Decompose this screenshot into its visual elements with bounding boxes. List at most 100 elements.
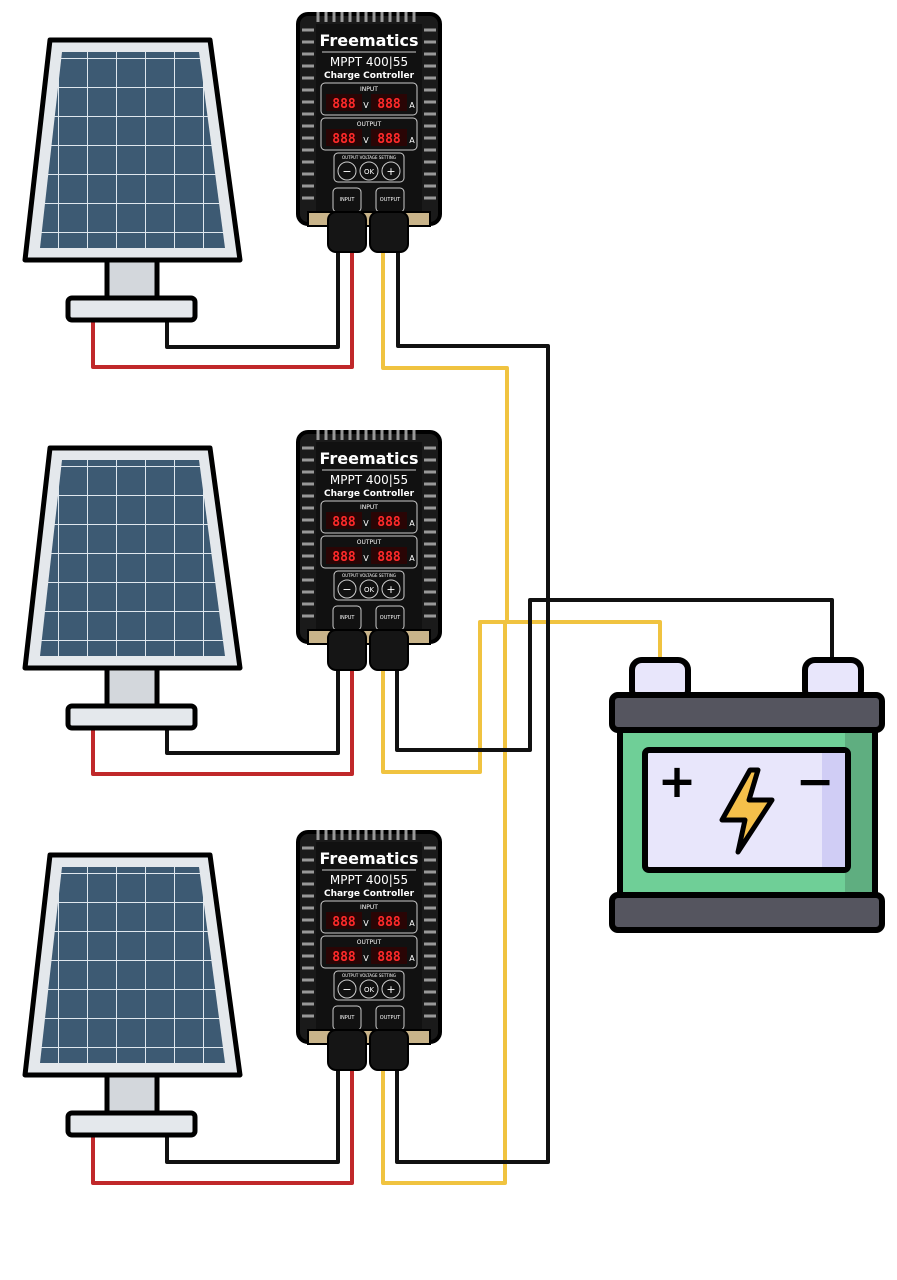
brand-label: Freematics [319,849,418,868]
panel-stand-base [65,295,198,323]
port-output-label: OUTPUT [380,615,401,621]
panel-cells [40,460,225,656]
input-label: INPUT [360,86,378,93]
brand-label: Freematics [319,449,418,468]
ok-button[interactable]: OK [359,979,379,999]
output-volt-value: 888 [332,132,356,147]
ok-button[interactable]: OK [359,161,379,181]
input-volt-display [326,512,362,529]
brand-label: Freematics [319,31,418,50]
charge-controller: Freematics MPPT 400|55 Charge Controller… [296,430,442,671]
amp-unit: A [409,954,415,963]
input-volt-value: 888 [332,515,356,530]
output-label: OUTPUT [357,539,382,546]
volt-unit: V [363,519,369,528]
minus-button[interactable]: − [337,579,357,599]
setting-label: OUTPUT VOLTAGE SETTING [342,573,396,578]
input-gland [327,211,367,253]
output-label: OUTPUT [357,121,382,128]
solar-panel [22,37,243,323]
amp-unit: A [409,554,415,563]
plus-icon: + [386,983,395,996]
output-volt-value: 888 [332,950,356,965]
plus-button[interactable]: + [381,161,401,181]
plus-button[interactable]: + [381,579,401,599]
input-label: INPUT [360,504,378,511]
input-label: INPUT [360,904,378,911]
ok-label: OK [364,986,375,994]
subtitle-label: Charge Controller [324,71,415,81]
ok-label: OK [364,586,375,594]
output-gland [369,211,409,253]
port-output-label: OUTPUT [380,197,401,203]
port-input-label: INPUT [340,197,356,203]
output-gland [369,629,409,671]
negative-symbol: − [796,754,835,808]
input-amp-display [371,512,407,529]
volt-unit: V [363,101,369,110]
subtitle-label: Charge Controller [324,489,415,499]
ok-label: OK [364,168,375,176]
panel-cells [40,52,225,248]
black-output-wire-1 [396,246,834,664]
input-gland [327,629,367,671]
wiring [91,246,834,1185]
charge-controller: Freematics MPPT 400|55 Charge Controller… [296,830,442,1071]
plus-icon: + [386,165,395,178]
output-amp-value: 888 [377,950,401,965]
input-volt-value: 888 [332,915,356,930]
minus-icon: − [342,583,351,596]
output-amp-value: 888 [377,550,401,565]
panel-stand-base [65,1110,198,1138]
input-gland [327,1029,367,1071]
output-label: OUTPUT [357,939,382,946]
input-volt-display [326,94,362,111]
amp-unit: A [409,919,415,928]
minus-icon: − [342,983,351,996]
setting-label: OUTPUT VOLTAGE SETTING [342,155,396,160]
volt-unit: V [363,919,369,928]
model-label: MPPT 400|55 [330,873,408,887]
input-volt-value: 888 [332,97,356,112]
volt-unit: V [363,136,369,145]
output-amp-display [371,547,407,564]
panel-wires-1 [91,246,354,369]
yellow-output-wire-3 [381,620,507,1185]
positive-symbol: + [658,754,697,808]
model-label: MPPT 400|55 [330,55,408,69]
input-amp-value: 888 [377,515,401,530]
black-wire [165,1061,340,1164]
lightning-bolt-icon [719,767,775,855]
black-output-wire-3 [395,598,550,1164]
volt-unit: V [363,954,369,963]
amp-unit: A [409,136,415,145]
output-amp-display [371,129,407,146]
setting-label: OUTPUT VOLTAGE SETTING [342,973,396,978]
output-volt-value: 888 [332,550,356,565]
output-volt-display [326,547,362,564]
input-amp-value: 888 [377,915,401,930]
model-label: MPPT 400|55 [330,473,408,487]
minus-button[interactable]: − [337,979,357,999]
ok-button[interactable]: OK [359,579,379,599]
battery-bottom-cap [609,892,885,933]
plus-icon: + [386,583,395,596]
input-amp-value: 888 [377,97,401,112]
black-wire [165,246,340,349]
panel-stand-base [65,703,198,731]
plus-button[interactable]: + [381,979,401,999]
yellow-output-wire-2 [381,620,662,774]
volt-unit: V [363,554,369,563]
black-output-wire-2 [395,598,550,752]
output-volt-display [326,129,362,146]
output-volt-display [326,947,362,964]
output-gland [369,1029,409,1071]
battery: + − [609,657,885,933]
input-amp-display [371,912,407,929]
solar-panel [22,445,243,731]
red-wire [91,246,354,369]
minus-button[interactable]: − [337,161,357,181]
port-output-label: OUTPUT [380,1015,401,1021]
input-volt-display [326,912,362,929]
